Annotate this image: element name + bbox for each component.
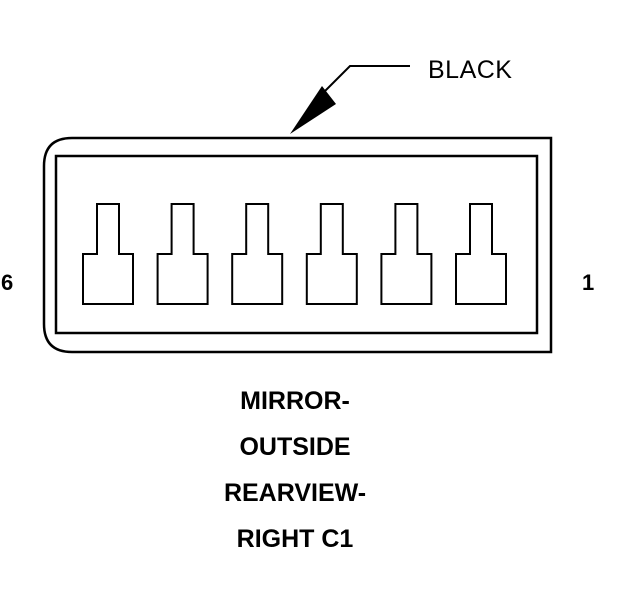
cavity-group xyxy=(82,203,507,305)
pin-number-right: 1 xyxy=(582,270,595,295)
caption-line-2: OUTSIDE xyxy=(239,433,351,461)
pin-number-left: 6 xyxy=(1,270,14,295)
terminal-cavity xyxy=(455,203,507,305)
connector-caption: MIRROR- OUTSIDE REARVIEW- RIGHT C1 xyxy=(195,378,395,562)
caption-line-1: MIRROR- xyxy=(240,387,350,415)
wire-color-label: BLACK xyxy=(428,56,513,84)
terminal-cavity xyxy=(82,203,134,305)
caption-line-3: REARVIEW- xyxy=(223,479,367,507)
connector-inner-face xyxy=(54,154,539,335)
terminal-cavity xyxy=(305,203,358,305)
terminal-cavity xyxy=(380,203,433,305)
caption-line-4: RIGHT C1 xyxy=(236,525,354,553)
terminal-cavity xyxy=(156,203,209,305)
color-callout-leader xyxy=(290,65,410,134)
terminal-cavity xyxy=(231,203,284,305)
